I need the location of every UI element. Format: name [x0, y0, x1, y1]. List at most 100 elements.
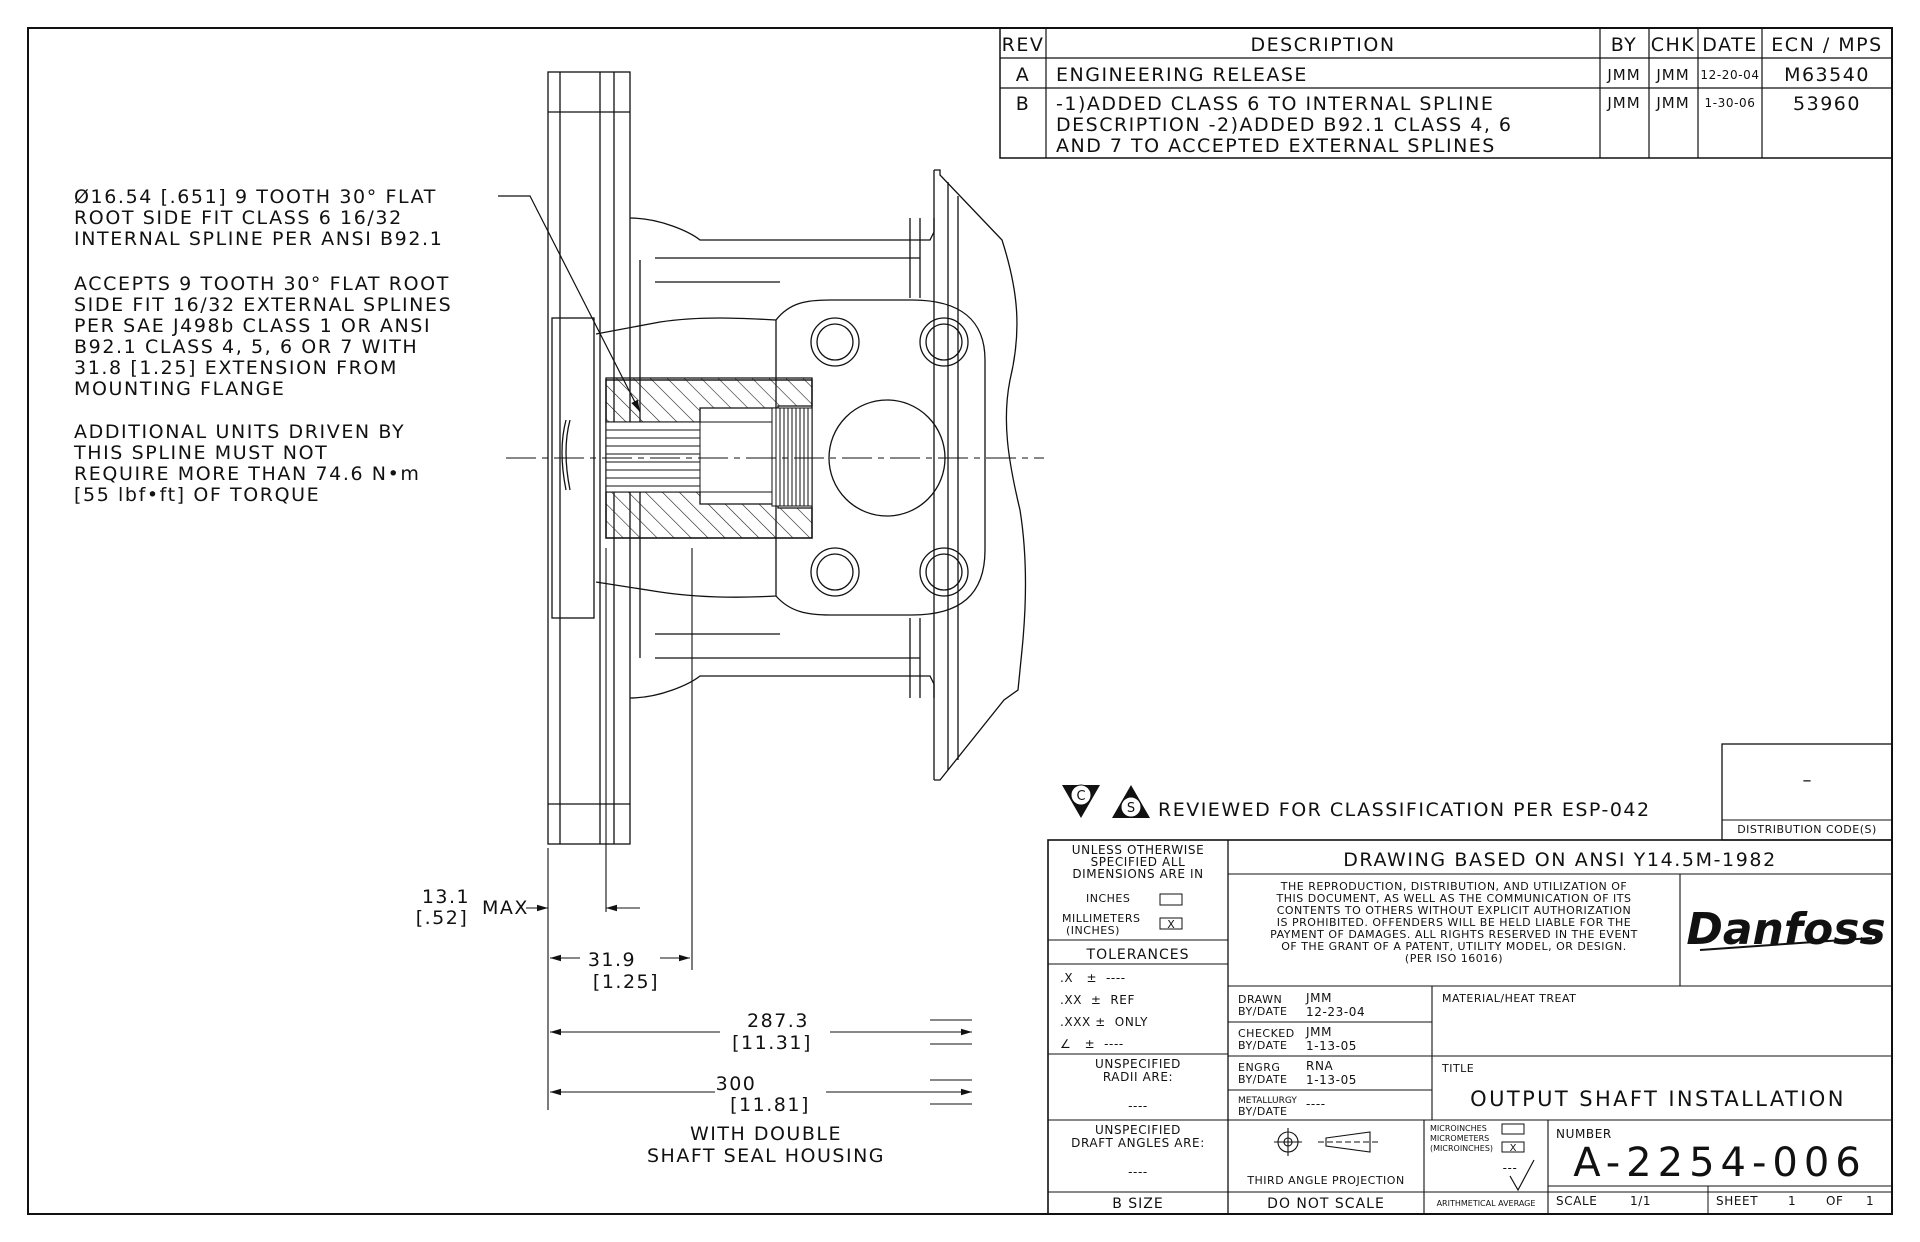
rev-b-ecn: 53960: [1793, 93, 1861, 115]
number-label: NUMBER: [1556, 1127, 1612, 1141]
scale-value: 1/1: [1630, 1194, 1651, 1208]
units-header-line2: SPECIFIED ALL: [1091, 855, 1186, 869]
checked-date: 1-13-05: [1306, 1039, 1357, 1053]
drawing-standard: DRAWING BASED ON ANSI Y14.5M-1982: [1343, 849, 1777, 871]
tolerance-angle: ∠ ± ----: [1060, 1037, 1124, 1051]
spline-callout-line3: INTERNAL SPLINE PER ANSI B92.1: [74, 228, 443, 250]
rev-b-date: 1-30-06: [1704, 96, 1755, 110]
finish-check-icon: X: [1510, 1143, 1517, 1154]
legal-line4: IS PROHIBITED. OFFENDERS WILL BE HELD LI…: [1277, 916, 1631, 929]
engrg-label-line2: BY/DATE: [1238, 1073, 1288, 1086]
draft-label-line1: UNSPECIFIED: [1095, 1123, 1181, 1137]
drawing-title: OUTPUT SHAFT INSTALLATION: [1470, 1087, 1846, 1111]
radii-value: ----: [1128, 1099, 1148, 1113]
units-header-line3: DIMENSIONS ARE IN: [1072, 867, 1203, 881]
description-header: DESCRIPTION: [1250, 34, 1395, 56]
drawing-number: A-2254-006: [1573, 1140, 1867, 1186]
engrg-date: 1-13-05: [1306, 1073, 1357, 1087]
legal-line6: OF THE GRANT OF A PATENT, UTILITY MODEL,…: [1281, 940, 1627, 953]
dim-overall-note-line2: SHAFT SEAL HOUSING: [647, 1145, 885, 1167]
dimension-text: 13.1 [.52] MAX 31.9 [1.25] 287.3 [11.31]…: [416, 886, 885, 1167]
drawn-by: JMM: [1305, 991, 1332, 1005]
drawn-label-line1: DRAWN: [1238, 993, 1282, 1006]
section-hatch: [605, 377, 813, 539]
title-block-text: UNLESS OTHERWISE SPECIFIED ALL DIMENSION…: [1048, 843, 1886, 1212]
revision-table: REV DESCRIPTION BY CHK DATE ECN / MPS A …: [999, 27, 1893, 159]
tolerance-xxx: .XXX ± ONLY: [1060, 1015, 1148, 1029]
dim-length-mm: 287.3: [747, 1010, 809, 1032]
units-mm-label-line2: (INCHES): [1066, 924, 1120, 937]
badge-s: S: [1127, 801, 1135, 816]
rev-b-description-line3: AND 7 TO ACCEPTED EXTERNAL SPLINES: [1056, 135, 1496, 157]
torque-note-line4: [55 lbf•ft] OF TORQUE: [74, 484, 320, 506]
chk-header: CHK: [1651, 34, 1696, 56]
dim-flange-max: MAX: [482, 897, 529, 919]
dim-overall-in: [11.81]: [730, 1094, 810, 1116]
metallurgy-label-line2: BY/DATE: [1238, 1105, 1288, 1118]
units-inches-checkbox: [1159, 893, 1183, 906]
dim-overall-mm: 300: [716, 1073, 757, 1095]
units-header-line1: UNLESS OTHERWISE: [1072, 843, 1205, 857]
drawn-label-line2: BY/DATE: [1238, 1005, 1288, 1018]
scale-label: SCALE: [1556, 1194, 1597, 1208]
do-not-scale: DO NOT SCALE: [1267, 1196, 1385, 1212]
finish-micrometers-checkbox: [1501, 1141, 1525, 1153]
dim-length-in: [11.31]: [732, 1032, 812, 1054]
distribution-code-value: –: [1803, 770, 1812, 791]
finish-label: ARITHMETICAL AVERAGE: [1437, 1199, 1536, 1208]
rev-b: B: [1016, 93, 1031, 115]
dimension-lines: [526, 548, 972, 1110]
legal-line2: THIS DOCUMENT, AS WELL AS THE COMMUNICAT…: [1276, 892, 1632, 905]
checked-by: JMM: [1305, 1025, 1332, 1039]
torque-note-line1: ADDITIONAL UNITS DRIVEN BY: [74, 421, 405, 443]
dim-extension-mm: 31.9: [588, 949, 636, 971]
finish-units-line3: (MICROINCHES): [1430, 1144, 1493, 1153]
units-inches-label: INCHES: [1086, 892, 1130, 905]
danfoss-logo: Danfoss: [1686, 904, 1885, 955]
finish-units-line1: MICROINCHES: [1430, 1124, 1487, 1133]
accepts-note-line5: 31.8 [1.25] EXTENSION FROM: [74, 357, 398, 379]
radii-label-line1: UNSPECIFIED: [1095, 1057, 1181, 1071]
rev-b-by: JMM: [1606, 94, 1640, 112]
sheet-value: 1: [1788, 1194, 1796, 1208]
metallurgy-value: ----: [1306, 1097, 1326, 1111]
radii-label-line2: RADII ARE:: [1103, 1070, 1173, 1084]
rev-a-by: JMM: [1606, 66, 1640, 84]
rev-header: REV: [1002, 34, 1045, 56]
engrg-label-line1: ENGRG: [1238, 1061, 1280, 1074]
accepts-note-line1: ACCEPTS 9 TOOTH 30° FLAT ROOT: [74, 273, 450, 295]
distribution-code-label: DISTRIBUTION CODE(S): [1737, 823, 1877, 836]
ecn-header: ECN / MPS: [1771, 34, 1882, 56]
legal-line1: THE REPRODUCTION, DISTRIBUTION, AND UTIL…: [1280, 880, 1627, 893]
tolerances-label: TOLERANCES: [1086, 947, 1190, 963]
checked-label-line2: BY/DATE: [1238, 1039, 1288, 1052]
metallurgy-label-line1: METALLURGY: [1238, 1096, 1297, 1106]
accepts-note-line2: SIDE FIT 16/32 EXTERNAL SPLINES: [74, 294, 452, 316]
spline-callout-line2: ROOT SIDE FIT CLASS 6 16/32: [74, 207, 403, 229]
third-angle-projection-icon: [1274, 1128, 1378, 1156]
rev-a-date: 12-20-04: [1700, 68, 1759, 82]
callout-leader: [498, 195, 641, 413]
finish-units-line2: MICROMETERS: [1430, 1134, 1489, 1143]
sheet-border: [27, 27, 1893, 1215]
title-label: TITLE: [1441, 1062, 1474, 1075]
spline-callout-line1: Ø16.54 [.651] 9 TOOTH 30° FLAT: [74, 186, 437, 208]
tolerance-xx: .XX ± REF: [1060, 993, 1135, 1007]
units-mm-checkbox: [1159, 917, 1183, 930]
classification-text: REVIEWED FOR CLASSIFICATION PER ESP-042: [1158, 799, 1651, 821]
rev-b-chk: JMM: [1655, 94, 1689, 112]
draft-value: ----: [1128, 1165, 1148, 1179]
spline-teeth: [605, 407, 813, 507]
finish-value: ---: [1503, 1161, 1518, 1175]
checked-label-line1: CHECKED: [1238, 1027, 1295, 1040]
title-block: [1047, 839, 1893, 1215]
engrg-by: RNA: [1306, 1059, 1334, 1073]
units-mm-check-icon: X: [1167, 918, 1175, 931]
legal-line5: PAYMENT OF DAMAGES. ALL RIGHTS RESERVED …: [1270, 928, 1638, 941]
dim-extension-in: [1.25]: [593, 971, 659, 993]
sheet-total: 1: [1866, 1194, 1874, 1208]
sheet-of: OF: [1826, 1194, 1844, 1208]
dim-flange-in: [.52]: [416, 907, 469, 929]
rev-a: A: [1016, 64, 1031, 86]
